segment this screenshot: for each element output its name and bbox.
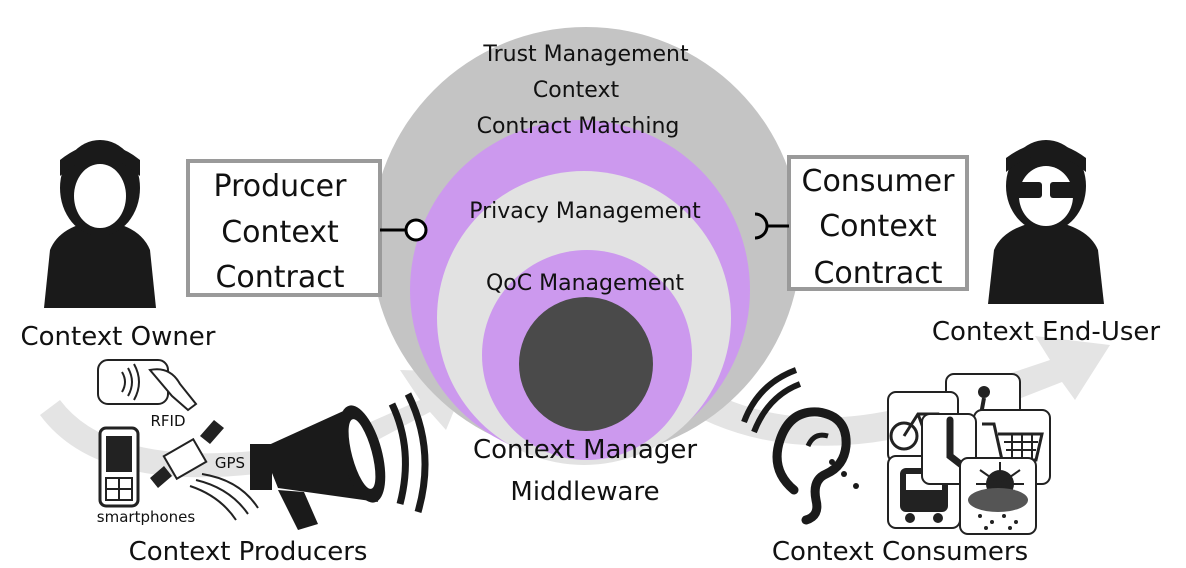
producer-flow-arrow (40, 370, 470, 478)
provided-interface-lollipop (404, 218, 428, 242)
consumer-flow-arrow (668, 336, 1110, 446)
consumer-service-tiles (887, 373, 1051, 535)
context-owner-person-icon (44, 140, 156, 308)
rfid-card-icon (97, 359, 198, 412)
context-producers-label: Context Producers (129, 537, 368, 567)
context-end-user-person-icon (988, 140, 1104, 304)
smartphones-label: smartphones (97, 508, 196, 526)
middleware-label-line2: Middleware (510, 477, 659, 507)
gps-satellite-icon (150, 420, 259, 521)
middleware-label-line1: Context Manager (473, 435, 697, 465)
consumer-contract-line3: Contract (813, 256, 942, 291)
trust-management-label: Trust Management (482, 42, 689, 67)
megaphone-icon (250, 392, 429, 530)
producer-contract-box (186, 159, 382, 297)
gps-label: GPS (215, 454, 245, 472)
rfid-label: RFID (150, 412, 185, 430)
context-consumers-label: Context Consumers (772, 537, 1028, 567)
consumer-contract-line1: Consumer (802, 164, 956, 199)
context-end-user-label: Context End-User (932, 317, 1160, 347)
contract-matching-label-line2: Contract Matching (477, 114, 680, 139)
privacy-management-label: Privacy Management (469, 199, 701, 224)
context-owner-label: Context Owner (20, 322, 215, 352)
ear-icon (741, 367, 859, 525)
producer-contract-line1: Producer (214, 169, 348, 204)
smartphone-icon (98, 426, 140, 508)
consumer-contract-line2: Context (819, 209, 937, 244)
producer-contract-line2: Context (221, 215, 339, 250)
producer-contract-line3: Contract (215, 260, 344, 295)
contract-matching-label-line1: Context (533, 78, 620, 103)
context-manager-core (519, 297, 653, 431)
consumer-contract-box (787, 155, 969, 291)
qoc-management-label: QoC Management (486, 271, 684, 296)
